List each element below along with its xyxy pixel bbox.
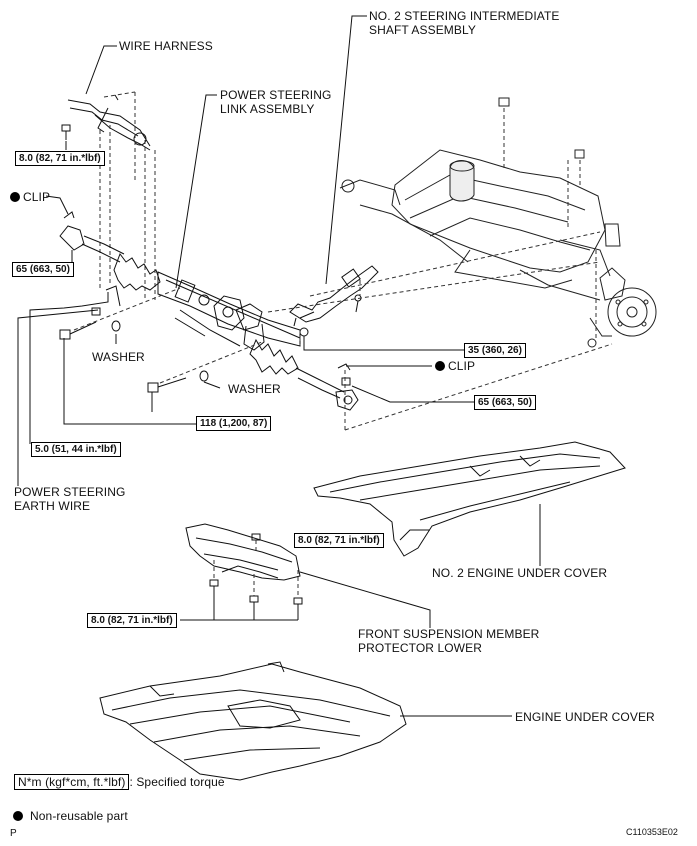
legend-non-reusable: Non-reusable part	[30, 809, 128, 823]
label-no2-shaft-line2: SHAFT ASSEMBLY	[369, 23, 476, 37]
label-wire-harness: WIRE HARNESS	[119, 39, 213, 53]
protector-lower-drawing	[185, 523, 303, 620]
figure-id: C110353E02	[626, 827, 678, 837]
torque-tie-rod-right: 65 (663, 50)	[474, 395, 536, 410]
label-earth-wire-line1: POWER STEERING	[14, 485, 126, 499]
torque-no2-cover: 8.0 (82, 71 in.*lbf)	[294, 533, 384, 548]
legend-torque-unit: N*m (kgf*cm, ft.*lbf)	[14, 774, 130, 790]
wire-harness-dashed-guides	[99, 91, 156, 300]
legend-torque: N*m (kgf*cm, ft.*lbf): Specified torque	[14, 774, 225, 790]
label-power-steering-link-line2: LINK ASSEMBLY	[220, 102, 315, 116]
label-earth-wire-line2: EARTH WIRE	[14, 499, 91, 513]
intermediate-shaft	[289, 265, 379, 337]
torque-rack-bolts: 118 (1,200, 87)	[196, 416, 272, 431]
mounting-bolts	[59, 285, 209, 393]
footer-code: P	[10, 828, 17, 839]
torque-earth-wire: 5.0 (51, 44 in.*lbf)	[31, 442, 121, 457]
suspension-dashed-guides	[503, 108, 597, 340]
label-no2-shaft-line1: NO. 2 STEERING INTERMEDIATE	[369, 9, 560, 23]
torque-tie-rod-left: 65 (663, 50)	[12, 262, 74, 277]
torque-wire-harness: 8.0 (82, 71 in.*lbf)	[15, 151, 105, 166]
suspension-frame-drawing	[339, 97, 657, 348]
rack-dashed-guides	[73, 231, 613, 431]
leader-lines	[17, 15, 541, 717]
engine-under-cover-drawing	[99, 661, 407, 781]
torque-protector-lower: 8.0 (82, 71 in.*lbf)	[87, 613, 177, 628]
label-clip-right: CLIP	[448, 359, 476, 373]
legend-torque-desc: : Specified torque	[129, 775, 225, 789]
label-clip-left: CLIP	[23, 190, 51, 204]
label-no2-engine-under-cover: NO. 2 ENGINE UNDER COVER	[432, 566, 608, 580]
steering-rack	[59, 225, 359, 411]
label-front-susp-line1: FRONT SUSPENSION MEMBER	[358, 627, 540, 641]
no2-engine-under-cover-drawing	[313, 441, 626, 557]
label-washer-2: WASHER	[228, 382, 281, 396]
non-reusable-markers	[10, 192, 445, 821]
wire-harness-bracket	[61, 94, 151, 151]
label-engine-under-cover: ENGINE UNDER COVER	[515, 710, 655, 724]
label-power-steering-link-line1: POWER STEERING	[220, 88, 332, 102]
torque-intermediate-shaft: 35 (360, 26)	[464, 343, 526, 358]
protector-dashed-guides	[213, 540, 299, 598]
label-washer-1: WASHER	[92, 350, 145, 364]
label-front-susp-line2: PROTECTOR LOWER	[358, 641, 482, 655]
clip-parts	[63, 211, 351, 386]
